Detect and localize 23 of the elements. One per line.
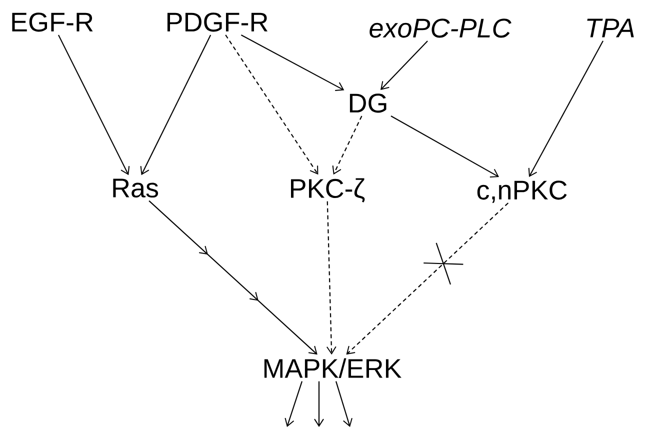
arrow	[58, 34, 130, 176]
protein-label: Ras	[113, 178, 158, 198]
multistep-arrow	[148, 200, 318, 355]
arrow	[528, 40, 604, 178]
dashed-arrow	[225, 34, 318, 175]
arrow	[240, 34, 344, 91]
protein-label: c,nPKC	[477, 180, 567, 203]
protein-label: DG	[350, 94, 386, 113]
arrow	[284, 381, 303, 427]
protein-label: TPA	[587, 18, 634, 38]
protein-label: PKC-ζ	[291, 178, 365, 202]
arrow	[314, 381, 324, 427]
arrow	[380, 40, 428, 90]
protein-label: MAPK/ERK	[264, 358, 402, 378]
protein-label: exoPC-PLC	[370, 18, 512, 38]
arrow	[390, 116, 500, 178]
protein-label: PDGF-R	[167, 12, 268, 32]
dashed-arrow	[326, 201, 336, 355]
arrow	[140, 34, 212, 176]
dashed-arrow	[332, 116, 362, 175]
arrow	[335, 381, 352, 427]
blocked-arrow	[346, 202, 509, 355]
protein-label: EGF-R	[12, 12, 93, 32]
